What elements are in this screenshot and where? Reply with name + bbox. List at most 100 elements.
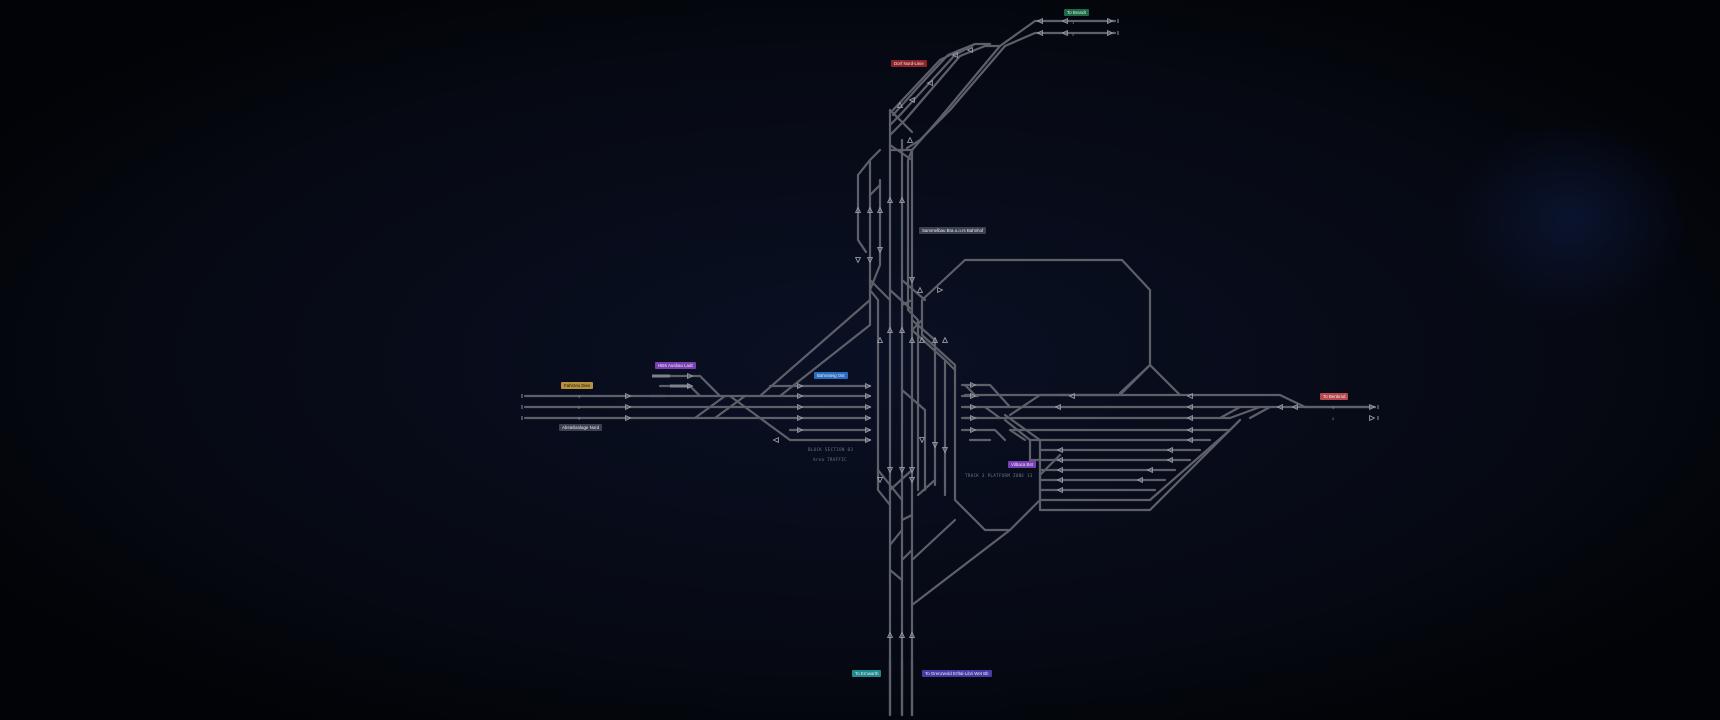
signal-marker [970, 392, 977, 400]
signal-marker [1186, 436, 1193, 444]
signal-marker [865, 414, 872, 422]
signal-marker [1186, 392, 1193, 400]
signal-marker [1291, 403, 1298, 411]
signal-marker [625, 414, 632, 422]
signal-marker [865, 436, 872, 444]
label-east-purple: Vilbaca Bst [1008, 461, 1036, 468]
signal-marker [886, 196, 894, 203]
signal-marker [1068, 392, 1075, 400]
signal-marker [865, 382, 872, 390]
signal-marker [941, 447, 949, 454]
signal-marker [908, 477, 916, 484]
signal-marker [1276, 403, 1283, 411]
east-main-lines [963, 383, 1377, 420]
west-main-lines [523, 288, 872, 442]
north-approach-tracks [888, 19, 1117, 152]
signal-marker [865, 392, 872, 400]
label-west-gold: Fahrzeu Dies [561, 382, 594, 389]
east-track-number: 2 [1332, 417, 1334, 421]
signal-marker [772, 436, 779, 444]
label-east-salmon: To Benbrod [1320, 393, 1349, 400]
signal-marker [1061, 29, 1068, 37]
signal-marker [866, 206, 874, 213]
signal-marker [625, 392, 632, 400]
central-annotation-1: BLOCK SECTION 03 [808, 447, 853, 452]
signal-marker [970, 381, 977, 389]
signal-marker [951, 51, 958, 59]
signal-marker [687, 382, 694, 390]
signal-marker [1056, 466, 1063, 474]
signal-marker [908, 631, 916, 638]
signal-marker [1369, 403, 1376, 411]
east-track-number: 1 [1332, 406, 1334, 410]
signal-marker [687, 372, 694, 380]
signal-marker [1036, 29, 1043, 37]
signal-marker [797, 403, 804, 411]
signal-marker [876, 336, 884, 343]
signal-marker [876, 477, 884, 484]
signal-marker [896, 101, 904, 108]
signal-marker [1036, 17, 1043, 25]
label-south-teal: To Ernwarth [852, 670, 882, 677]
signal-marker [1186, 403, 1193, 411]
signal-marker [908, 467, 916, 474]
signal-marker [918, 437, 926, 444]
signal-marker [898, 196, 906, 203]
signal-marker [876, 206, 884, 213]
signal-marker [797, 382, 804, 390]
signal-marker [797, 426, 804, 434]
east-annotation: TRACK 3 PLATFORM ZONE 13 [965, 473, 1033, 478]
south-exit-tracks [888, 658, 914, 717]
label-upper-red: Dorf Nord-Linie [891, 60, 927, 67]
signal-marker [1136, 476, 1143, 484]
signal-marker [931, 442, 939, 449]
signal-marker [941, 336, 949, 343]
signal-marker [1054, 403, 1061, 411]
signal-marker [1056, 486, 1063, 494]
signals [521, 17, 1379, 638]
west-track-number: 2 [578, 406, 580, 410]
signal-marker [970, 403, 977, 411]
signal-marker [1186, 426, 1193, 434]
signal-marker [970, 414, 977, 422]
west-track-number: 1 [578, 395, 580, 399]
label-west-blue: Bahnsteig Ost [814, 372, 848, 379]
signal-marker [854, 206, 862, 213]
inner-east-diagonals [900, 278, 1012, 607]
signal-marker [1056, 456, 1063, 464]
label-central-grey: Sammelbau Bra.o.o.rs Bahnhof [919, 227, 987, 234]
signal-marker [1166, 446, 1173, 454]
signal-marker [886, 631, 894, 638]
signal-marker [876, 247, 884, 254]
signal-marker [1056, 476, 1063, 484]
signal-marker [866, 257, 874, 264]
signal-marker [916, 286, 924, 293]
signal-marker [908, 277, 916, 284]
signal-marker [966, 46, 973, 54]
west-track-number: 3 [578, 417, 580, 421]
signal-marker [797, 392, 804, 400]
signal-marker [865, 426, 872, 434]
signal-marker [1369, 414, 1376, 422]
signal-marker [1061, 17, 1068, 25]
signal-marker [1056, 446, 1063, 454]
label-west-purple: HBS Ausbau Ladt [655, 362, 696, 369]
signal-marker [1107, 29, 1114, 37]
platforms [652, 374, 690, 388]
east-yard-tracks [1003, 413, 1242, 512]
signal-marker [625, 403, 632, 411]
signal-marker [797, 414, 804, 422]
signal-marker [970, 426, 977, 434]
label-west-grey: Abstellanlage Nord [559, 424, 603, 431]
label-south-indigo: To Grenzwold Erftal-Libri Wet Bb [922, 670, 992, 677]
signal-marker [854, 257, 862, 264]
signal-marker [906, 136, 914, 143]
signal-marker [937, 286, 944, 294]
signal-marker [1107, 17, 1114, 25]
signal-marker [1166, 456, 1173, 464]
signal-marker [886, 326, 894, 333]
track-numbers: 1 2 1 2 3 1 2 [578, 21, 1334, 421]
signal-marker [898, 631, 906, 638]
